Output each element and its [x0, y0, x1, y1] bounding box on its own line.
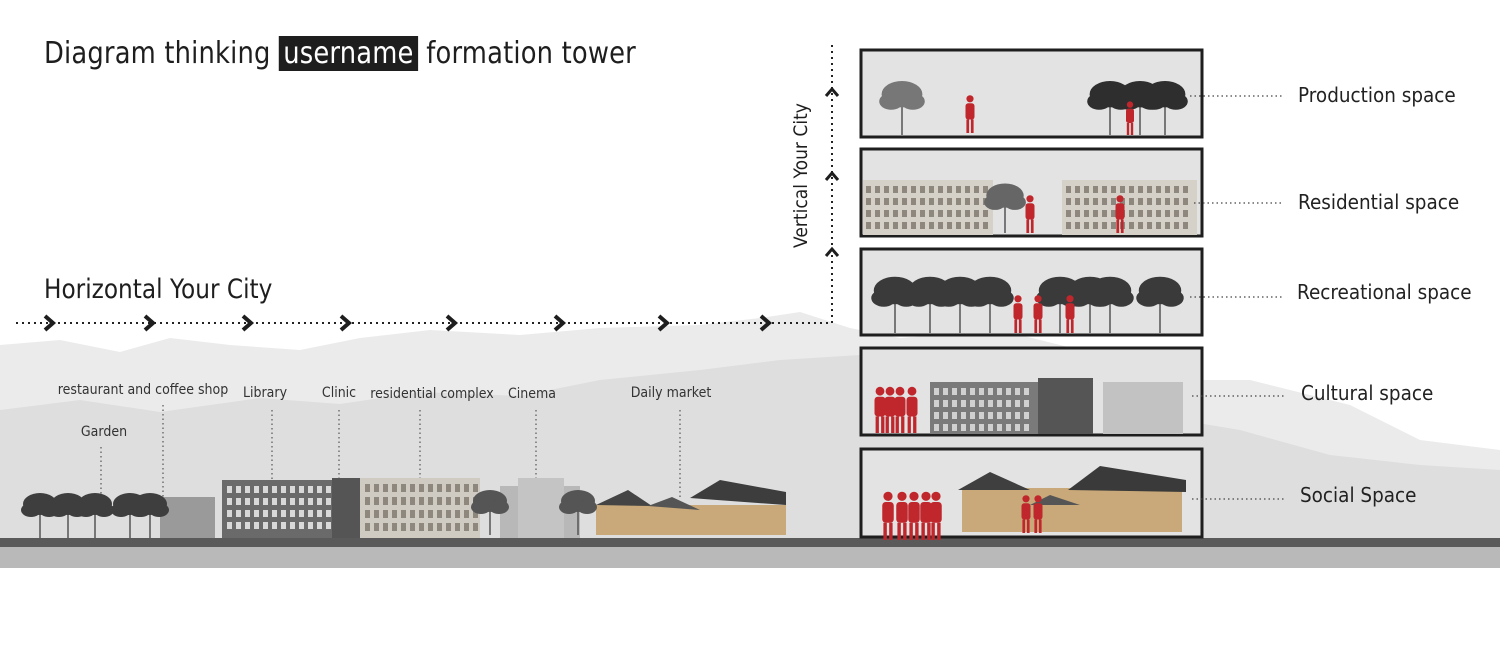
daily-market-building — [596, 480, 786, 535]
person-icon — [874, 386, 886, 433]
person-icon — [906, 386, 918, 433]
chevron-right-icon — [657, 314, 671, 332]
tree-icon — [131, 493, 169, 538]
tree-icon — [984, 183, 1026, 233]
person-icon — [1065, 295, 1075, 333]
label-clinic: Clinic — [321, 385, 357, 401]
residential-complex-building — [360, 478, 480, 538]
label-library: Library — [242, 385, 288, 401]
person-icon — [1013, 295, 1023, 333]
restaurant-building — [160, 497, 215, 538]
label-residential-space: Residential space — [1298, 190, 1460, 214]
residential-floor-buildings — [863, 180, 1197, 235]
person-icon — [1033, 295, 1043, 333]
library-building — [222, 480, 332, 538]
chevron-right-icon — [445, 314, 459, 332]
chevron-right-icon — [143, 314, 157, 332]
person-icon — [884, 386, 896, 433]
horizontal-city-title: Horizontal Your City — [44, 274, 273, 305]
label-production-space: Production space — [1298, 83, 1456, 107]
vertical-city-title: Vertical Your City — [790, 103, 812, 248]
label-cultural-space: Cultural space — [1301, 381, 1434, 405]
person-icon — [882, 491, 894, 540]
person-icon — [908, 491, 920, 540]
label-garden: Garden — [80, 424, 128, 440]
person-icon — [1025, 195, 1035, 233]
chevron-right-icon — [241, 314, 255, 332]
person-icon — [965, 95, 975, 133]
clinic-building — [332, 478, 360, 538]
tree-icon — [1142, 81, 1188, 135]
cultural-floor-buildings — [930, 378, 1183, 434]
chevron-right-icon — [43, 314, 57, 332]
chevron-up-icon — [824, 246, 840, 257]
chevron-up-icon — [824, 170, 840, 181]
social-floor-market — [958, 466, 1186, 532]
chevron-right-icon — [553, 314, 567, 332]
label-cinema: Cinema — [507, 386, 557, 402]
tower-trees — [871, 81, 1188, 333]
vertical-arrow-chevrons — [824, 86, 840, 257]
chevron-right-icon — [339, 314, 353, 332]
tree-icon — [76, 493, 114, 538]
tree-icon — [966, 276, 1014, 333]
red-people-figures — [874, 95, 1134, 540]
tree-icon — [879, 81, 925, 135]
ground-road — [0, 538, 1500, 547]
tree-icon — [1136, 276, 1184, 333]
person-icon — [1115, 195, 1125, 233]
tree-icon — [1086, 276, 1134, 333]
person-icon — [1021, 495, 1031, 533]
label-residential-complex: residential complex — [370, 386, 494, 402]
chevron-right-icon — [759, 314, 773, 332]
ground-band — [0, 547, 1500, 568]
horizontal-trees — [21, 490, 597, 538]
label-daily-market: Daily market — [630, 385, 712, 401]
chevron-up-icon — [824, 86, 840, 97]
title-highlight: username — [278, 36, 418, 71]
label-restaurant: restaurant and coffee shop — [57, 382, 229, 398]
label-social-space: Social Space — [1300, 483, 1417, 507]
person-icon — [894, 386, 906, 433]
person-icon — [1126, 101, 1134, 135]
tree-icon — [471, 490, 509, 535]
person-icon — [930, 491, 942, 540]
person-icon — [920, 491, 932, 540]
tree-icon — [559, 490, 597, 535]
horizontal-arrow-chevrons — [43, 314, 773, 332]
page-title: Diagram thinking username formation towe… — [44, 36, 636, 71]
label-recreational-space: Recreational space — [1297, 280, 1472, 304]
person-icon — [1033, 495, 1043, 533]
person-icon — [896, 491, 908, 540]
